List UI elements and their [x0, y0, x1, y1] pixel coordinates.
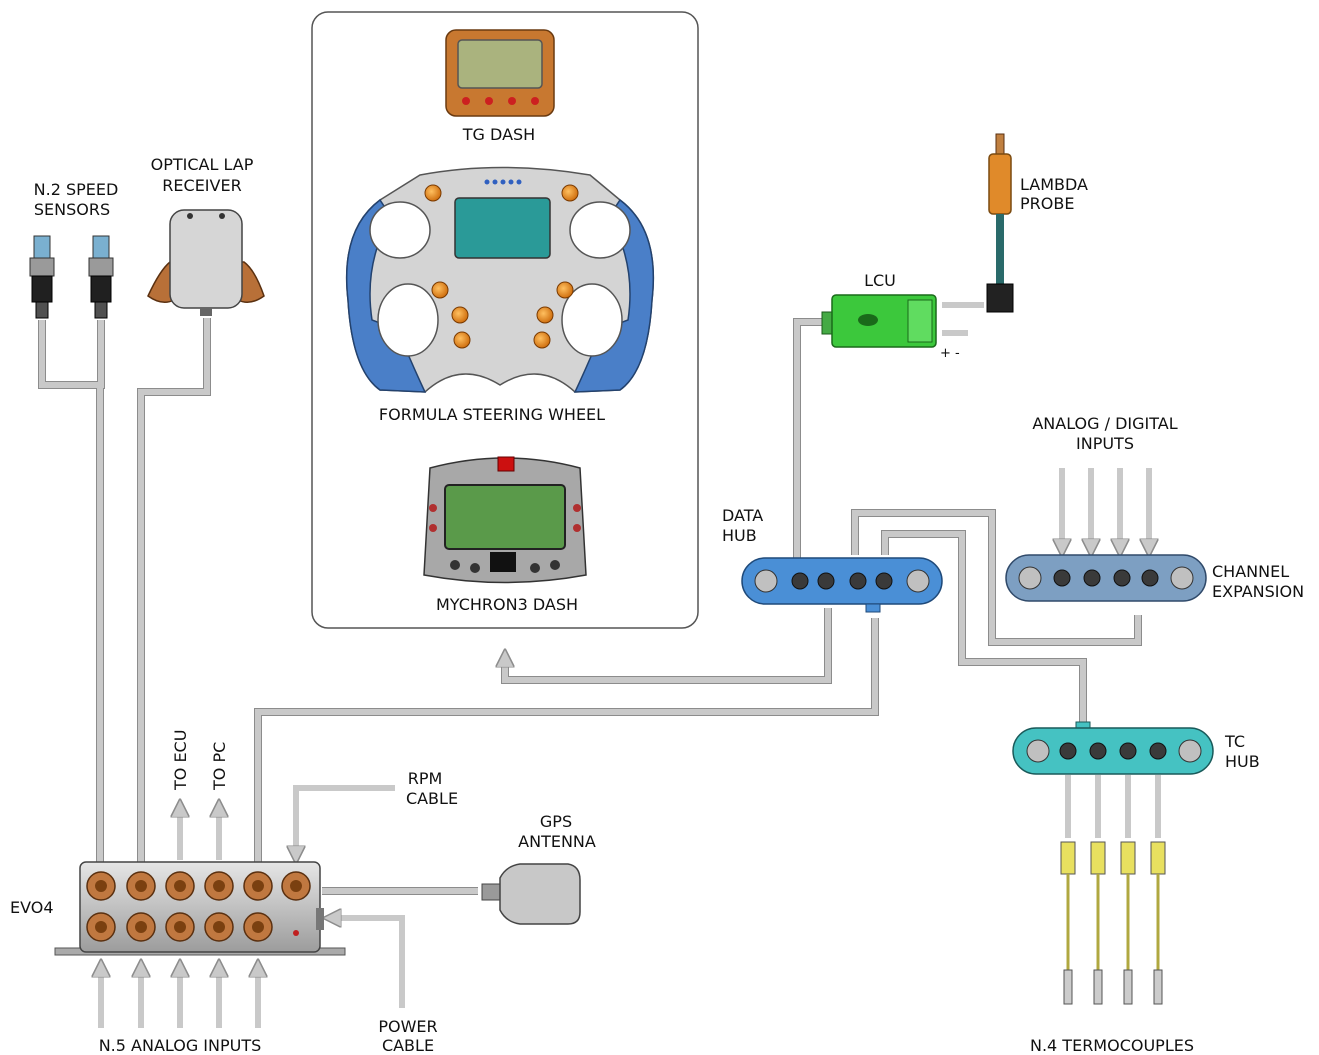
label-analog-digital-line2: INPUTS: [1076, 434, 1134, 453]
label-steering-wheel: FORMULA STEERING WHEEL: [379, 405, 605, 424]
label-data-hub-line2: HUB: [722, 526, 757, 545]
label-power-line1: POWER: [378, 1017, 437, 1036]
data-hub: [741, 557, 943, 613]
termocouples: [1060, 841, 1166, 1005]
label-tc-hub-line2: HUB: [1225, 752, 1260, 771]
label-lambda-line2: PROBE: [1020, 194, 1074, 213]
tc-hub: [1012, 721, 1214, 775]
speed-sensor-left: [29, 235, 55, 319]
tg-dash: [445, 29, 555, 117]
lcu: [821, 294, 937, 348]
label-analog-digital-line1: ANALOG / DIGITAL: [1032, 414, 1177, 433]
wires: [38, 302, 1161, 1028]
label-optical-lap-line2: RECEIVER: [162, 176, 241, 195]
label-gps-line2: ANTENNA: [518, 832, 596, 851]
label-to-ecu: TO ECU: [171, 730, 190, 791]
speed-sensor-right: [88, 235, 114, 319]
label-channel-exp-line1: CHANNEL: [1212, 562, 1289, 581]
label-power-line2: CABLE: [382, 1036, 434, 1055]
label-termocouples: N.4 TERMOCOUPLES: [1030, 1036, 1194, 1055]
optical-lap-receiver: [147, 209, 265, 316]
wire-speed-sensors: [38, 320, 105, 865]
label-lcu-plus-minus: + -: [940, 346, 960, 361]
label-to-pc: TO PC: [210, 742, 229, 791]
formula-steering-wheel: [345, 166, 655, 393]
gps-antenna: [481, 863, 581, 925]
termocouple-3: [1120, 841, 1136, 1005]
label-evo4: EVO4: [10, 898, 54, 917]
label-lcu: LCU: [864, 271, 896, 290]
termocouple-4: [1150, 841, 1166, 1005]
label-lambda-line1: LAMBDA: [1020, 175, 1088, 194]
label-rpm-line2: CABLE: [406, 789, 458, 808]
label-speed-sensors-line1: N.2 SPEED: [34, 180, 119, 199]
termocouple-1: [1060, 841, 1076, 1005]
label-tg-dash: TG DASH: [462, 125, 535, 144]
label-rpm-line1: RPM: [408, 769, 443, 788]
wire-power: [332, 918, 405, 1008]
label-optical-lap-line1: OPTICAL LAP: [151, 155, 254, 174]
wire-lcu-datahub: [793, 318, 830, 560]
label-gps-line1: GPS: [540, 812, 572, 831]
evo4-logger: [54, 861, 346, 956]
label-tc-hub-line1: TC: [1224, 732, 1245, 751]
termocouple-2: [1090, 841, 1106, 1005]
channel-expansion: [1005, 554, 1207, 602]
label-analog-inputs: N.5 ANALOG INPUTS: [99, 1036, 262, 1055]
label-data-hub-line1: DATA: [722, 506, 763, 525]
label-speed-sensors-line2: SENSORS: [34, 200, 110, 219]
mychron3-dash: [423, 456, 587, 584]
wire-rpm: [296, 785, 395, 855]
label-mychron-dash: MYCHRON3 DASH: [436, 595, 578, 614]
lambda-probe: [986, 133, 1014, 313]
label-channel-exp-line2: EXPANSION: [1212, 582, 1304, 601]
